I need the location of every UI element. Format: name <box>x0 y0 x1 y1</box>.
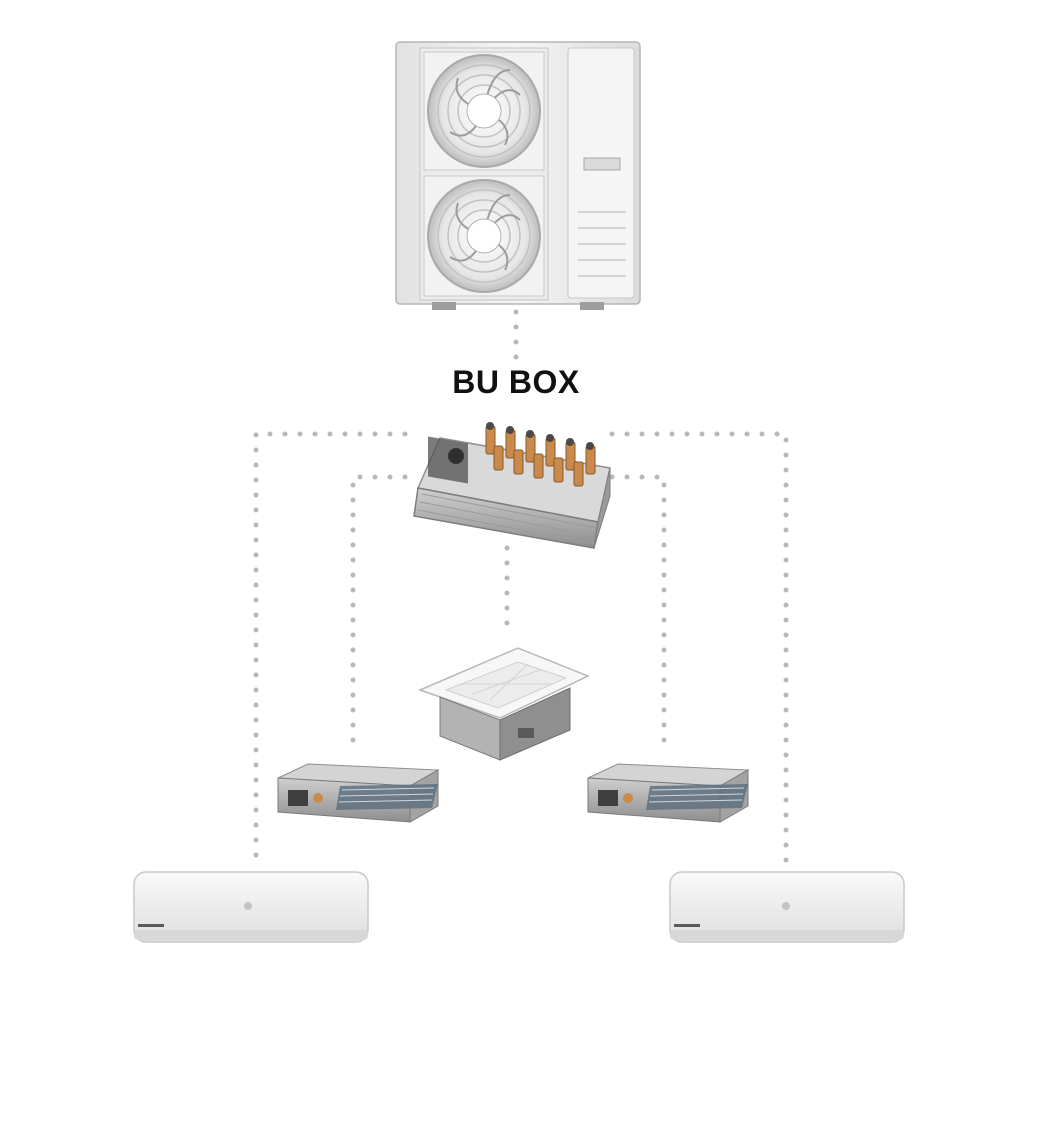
fan-grille-bottom-icon <box>423 175 545 297</box>
wall-mounted-split-unit-right-icon <box>669 871 905 943</box>
connector-bubox-to-wall-left <box>253 431 408 865</box>
connector-bubox-to-wall-right <box>609 431 789 865</box>
ducted-indoor-unit-right-icon <box>587 763 750 823</box>
connector-bubox-to-duct-left <box>350 474 408 746</box>
connector-lines <box>253 309 789 865</box>
fan-grille-top-icon <box>423 51 545 171</box>
bu-box-label: BU BOX <box>452 364 580 400</box>
ducted-indoor-unit-left-icon <box>277 763 440 823</box>
ceiling-cassette-unit-icon <box>417 647 590 761</box>
outdoor-condenser-unit-icon <box>395 41 641 310</box>
connector-bubox-to-duct-right <box>609 474 667 746</box>
wall-mounted-split-unit-left-icon <box>133 871 369 943</box>
branch-distribution-box-icon <box>413 422 611 549</box>
